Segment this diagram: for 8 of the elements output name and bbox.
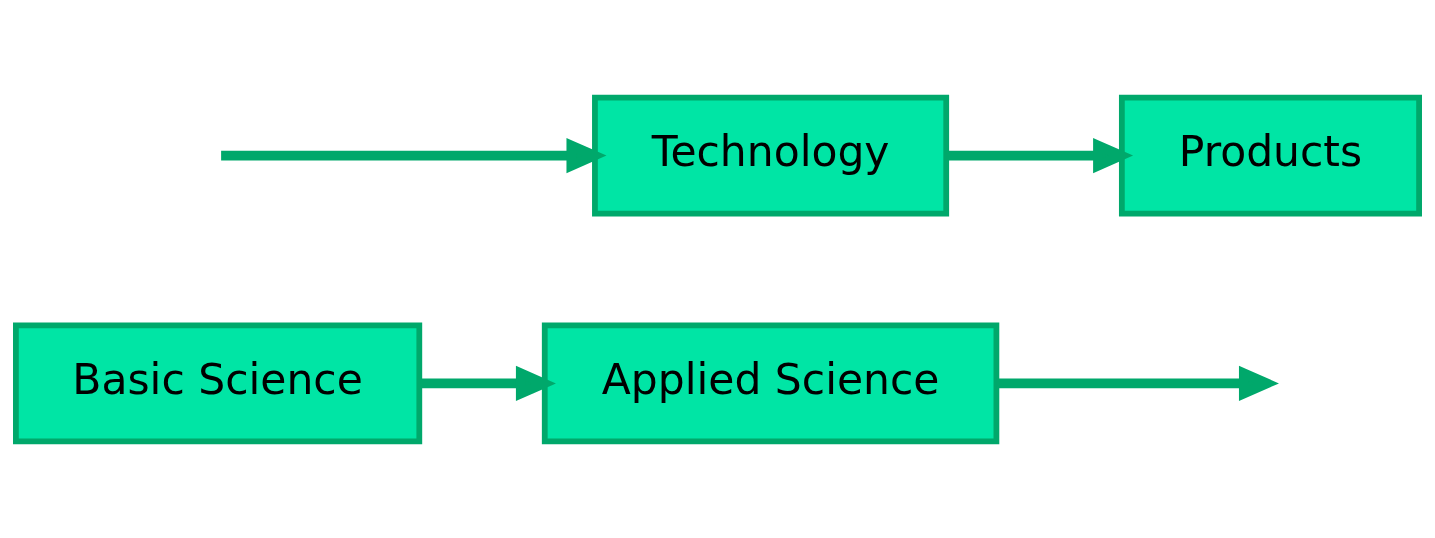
node-box: Basic Science [13,322,423,444]
node-box: Technology [592,94,950,216]
arrow [996,365,1279,401]
node-box: Applied Science [541,322,1000,444]
arrow [946,137,1134,173]
node-box: Products [1118,94,1422,216]
arrow [419,365,556,401]
arrow [221,137,607,173]
